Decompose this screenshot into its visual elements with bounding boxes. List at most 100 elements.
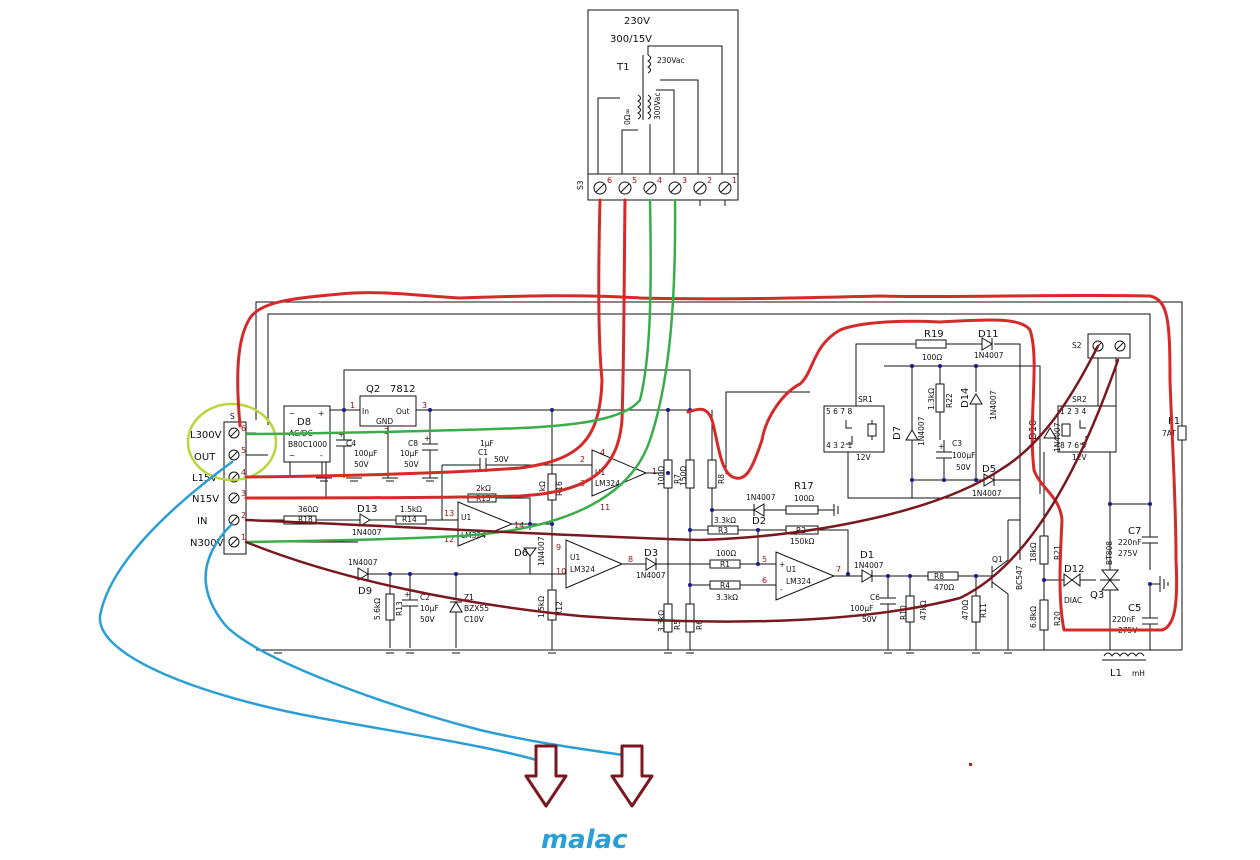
svg-text:50V: 50V (862, 615, 878, 624)
svg-text:R22: R22 (945, 393, 954, 408)
svg-text:+: + (424, 434, 430, 443)
green-wire-pin3 (244, 198, 677, 544)
svg-text:1N4007: 1N4007 (1053, 422, 1062, 452)
triac-section: 18kΩ R21 6.8kΩ R20 D12 DIAC BT808 Q3 C7 … (1029, 416, 1187, 679)
svg-text:4: 4 (600, 448, 605, 457)
svg-text:SR2: SR2 (1072, 395, 1087, 404)
svg-text:50V: 50V (420, 615, 436, 624)
svg-text:L1: L1 (1110, 668, 1122, 679)
svg-text:C7: C7 (1128, 526, 1141, 537)
svg-text:R6: R6 (695, 620, 704, 630)
svg-text:14: 14 (514, 521, 524, 530)
svg-text:R8: R8 (717, 474, 726, 484)
svg-text:3.3kΩ: 3.3kΩ (714, 516, 736, 525)
svg-text:R14: R14 (402, 515, 417, 524)
svg-text:C2: C2 (420, 593, 430, 602)
svg-text:100µF: 100µF (354, 449, 377, 458)
svg-text:1µF: 1µF (480, 439, 494, 448)
svg-text:6: 6 (762, 576, 767, 585)
svg-text:50V: 50V (956, 463, 972, 472)
svg-text:D5: D5 (982, 464, 996, 475)
opamp-section: C1 1µF 50V 2kΩ R15 360Ω R18 D13 1N4007 1… (246, 410, 735, 654)
svg-text:R18: R18 (298, 515, 313, 524)
svg-text:R8: R8 (934, 572, 944, 581)
d8-ref: D8 (297, 417, 311, 428)
svg-text:7AT: 7AT (1162, 429, 1176, 438)
terminal-label-in: IN (197, 516, 207, 527)
svg-text:In: In (362, 407, 369, 416)
svg-text:R7: R7 (673, 474, 682, 484)
opamp-u1d (775, 551, 836, 601)
svg-text:R21: R21 (1053, 545, 1062, 560)
svg-text:1: 1 (652, 467, 657, 476)
terminal-label-n15v: N15V (192, 494, 219, 505)
svg-text:U1: U1 (570, 553, 580, 562)
terminal-pin-5: 5 (241, 446, 246, 455)
svg-text:8: 8 (628, 555, 633, 564)
transformer-primary: 0Ω∞ (623, 108, 632, 125)
svg-text:BT808: BT808 (1105, 541, 1114, 565)
svg-text:D7: D7 (892, 426, 903, 440)
terminal-block-ref: S (230, 412, 235, 421)
svg-text:10µF: 10µF (400, 449, 419, 458)
maroon-wire-s2-right (244, 358, 1120, 623)
svg-text:1.3kΩ: 1.3kΩ (927, 388, 936, 410)
svg-text:1N4007: 1N4007 (348, 558, 378, 567)
svg-text:LM324: LM324 (786, 577, 811, 586)
svg-text:GND: GND (376, 417, 393, 426)
connector-s3-pin-6: 6 (607, 176, 612, 185)
svg-text:100µF: 100µF (850, 604, 873, 613)
svg-text:50V: 50V (354, 460, 370, 469)
svg-text:C3: C3 (952, 439, 962, 448)
svg-text:+: + (938, 442, 944, 451)
svg-text:R20: R20 (1053, 611, 1062, 626)
svg-text:3: 3 (422, 401, 427, 410)
red-wire-loop (236, 291, 1179, 632)
terminal-pin-3: 3 (241, 489, 246, 498)
terminal-label-n300v: N300V (190, 538, 224, 549)
svg-text:1N4007: 1N4007 (352, 528, 382, 537)
transformer-sec-b: 300Vac (653, 92, 662, 120)
terminal-pin-6: 6 (241, 424, 246, 433)
transformer-primary-coil (637, 94, 641, 120)
svg-text:100Ω: 100Ω (922, 353, 942, 362)
svg-text:R19: R19 (924, 329, 944, 340)
svg-text:+: + (318, 409, 324, 418)
connector-s3-ref: S3 (576, 180, 585, 190)
svg-text:7: 7 (836, 565, 841, 574)
svg-text:5: 5 (762, 555, 767, 564)
svg-text:47kΩ: 47kΩ (919, 600, 928, 620)
transformer-block: 230V 300/15V T1 230Vac 300Vac 0Ω∞ S3 6 5… (576, 9, 739, 206)
svg-text:50V: 50V (494, 455, 510, 464)
connector-s3-pin-1: 1 (732, 176, 737, 185)
overlay-wires (98, 198, 1179, 766)
svg-text:12V: 12V (856, 453, 872, 462)
connector-s3-pin-4: 4 (657, 176, 662, 185)
q2-part: 7812 (390, 384, 415, 395)
svg-text:~: ~ (289, 451, 295, 460)
svg-text:-: - (320, 451, 323, 460)
terminal-pin-4: 4 (241, 468, 246, 477)
svg-text:D9: D9 (358, 586, 372, 597)
stray-marker (969, 763, 972, 766)
svg-text:360Ω: 360Ω (298, 505, 318, 514)
svg-text:+: + (338, 430, 344, 439)
red-wire-pin6 (244, 198, 604, 479)
arrow-left (524, 744, 568, 808)
svg-text:1 2 3 4: 1 2 3 4 (1060, 407, 1086, 416)
svg-text:C4: C4 (346, 439, 356, 448)
svg-text:5.6kΩ: 5.6kΩ (373, 598, 382, 620)
transformer-sec-a: 230Vac (657, 56, 685, 65)
svg-text:mH: mH (1132, 669, 1145, 678)
svg-text:150kΩ: 150kΩ (790, 537, 815, 546)
terminal-label-out: OUT (194, 452, 216, 463)
svg-text:10: 10 (556, 567, 566, 576)
d8-part: B80C1000 (288, 440, 327, 449)
svg-text:LM324: LM324 (570, 565, 595, 574)
svg-text:220nF: 220nF (1118, 538, 1141, 547)
svg-text:11: 11 (600, 503, 610, 512)
svg-text:2: 2 (580, 455, 585, 464)
svg-text:LM324: LM324 (595, 479, 620, 488)
svg-text:D13: D13 (357, 504, 377, 515)
transformer-secondary-coil (647, 54, 651, 120)
